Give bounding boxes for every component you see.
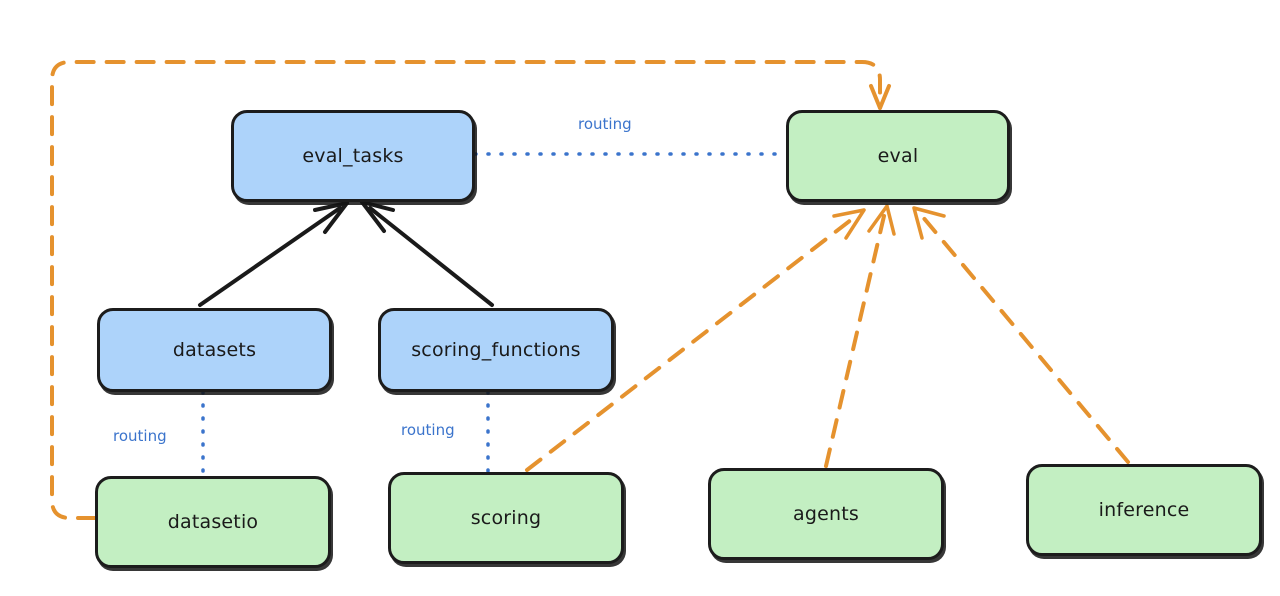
node-inference[interactable]: inference <box>1026 464 1262 556</box>
edge-label-routing-eval-tasks-eval: routing <box>578 115 632 133</box>
edge-label-routing-scoring-functions-scoring: routing <box>401 421 455 439</box>
edge-scoring_functions-to-eval_tasks <box>360 200 494 307</box>
node-label: eval_tasks <box>302 145 404 167</box>
node-label: agents <box>793 503 859 525</box>
node-scoring[interactable]: scoring <box>388 472 624 564</box>
node-datasets[interactable]: datasets <box>97 308 332 392</box>
edge-datasets-to-eval_tasks <box>198 201 349 307</box>
edge-label-routing-datasets-datasetio: routing <box>113 427 167 445</box>
node-eval[interactable]: eval <box>786 110 1010 202</box>
node-label: inference <box>1098 499 1190 521</box>
edge-inference-to-eval <box>912 206 1130 464</box>
node-scoring-functions[interactable]: scoring_functions <box>378 308 614 392</box>
node-agents[interactable]: agents <box>708 468 944 560</box>
node-label: datasetio <box>167 511 259 533</box>
node-eval-tasks[interactable]: eval_tasks <box>231 110 475 202</box>
node-label: eval <box>877 145 919 167</box>
node-label: datasets <box>172 339 257 361</box>
node-label: scoring <box>470 507 542 529</box>
edge-agents-to-eval <box>824 204 896 468</box>
node-datasetio[interactable]: datasetio <box>95 476 331 568</box>
node-label: scoring_functions <box>411 339 581 361</box>
